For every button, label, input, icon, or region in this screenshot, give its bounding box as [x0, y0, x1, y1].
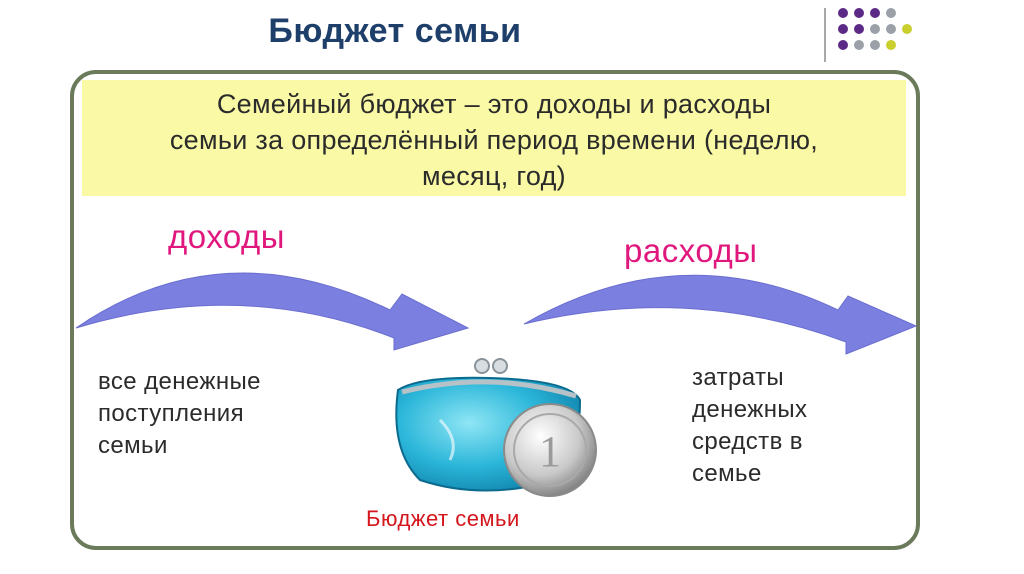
coin-label: 1: [539, 427, 561, 476]
dot-icon: [870, 8, 880, 18]
dot-icon: [870, 24, 880, 34]
description-line: семьи: [98, 432, 168, 459]
definition-text: Семейный бюджет – это доходы и расходы с…: [82, 86, 906, 194]
definition-line: Семейный бюджет – это доходы и расходы: [216, 89, 772, 119]
expense-label: расходы: [624, 232, 758, 269]
curved-arrow-icon: [523, 274, 918, 355]
dot-icon: [886, 8, 896, 18]
dot-icon: [838, 8, 848, 18]
dot-icon: [870, 40, 880, 50]
center-caption: Бюджет семьи: [366, 506, 520, 531]
description-line: денежных: [692, 396, 808, 423]
description-line: средств в: [692, 428, 803, 455]
income-label: доходы: [168, 218, 285, 255]
income-description: все денежные поступления семьи: [98, 366, 261, 462]
dot-icon: [854, 8, 864, 18]
expense-description: затраты денежных средств в семье: [692, 362, 807, 490]
dot-icon: [854, 24, 864, 34]
curved-arrow-icon: [75, 272, 470, 351]
description-line: все денежные: [98, 368, 261, 395]
dot-icon: [854, 40, 864, 50]
description-line: семье: [692, 460, 762, 487]
description-line: поступления: [98, 400, 245, 427]
dot-icon: [838, 40, 848, 50]
header-divider: [824, 8, 826, 62]
definition-box: Семейный бюджет – это доходы и расходы с…: [82, 80, 906, 196]
dot-icon: [886, 40, 896, 50]
coin-icon: [503, 403, 597, 497]
definition-line: семьи за определённый период времени (не…: [169, 125, 819, 155]
dot-icon: [902, 24, 912, 34]
description-line: затраты: [692, 364, 785, 391]
slide-title: Бюджет семьи: [268, 12, 522, 50]
dot-icon: [886, 24, 896, 34]
definition-line: месяц, год): [422, 161, 566, 191]
dot-icon: [838, 24, 848, 34]
purse-icon: 1: [395, 358, 597, 497]
